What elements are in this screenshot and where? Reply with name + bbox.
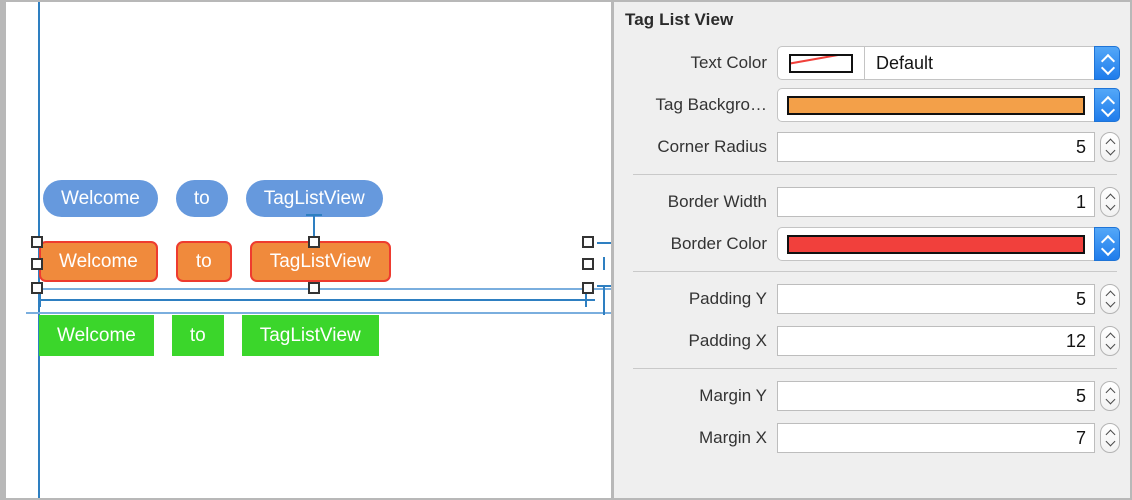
row-corner-radius: Corner Radius 5 [614, 126, 1130, 168]
padding-x-stepper[interactable] [1100, 326, 1120, 356]
border-width-stepper[interactable] [1100, 187, 1120, 217]
label-border-width: Border Width [667, 192, 767, 211]
tag-green-to[interactable]: to [171, 315, 224, 356]
tag-orange-taglistview[interactable]: TagListView [249, 241, 391, 282]
row-border-width: Border Width 1 [614, 181, 1130, 223]
label-corner-radius: Corner Radius [657, 137, 767, 156]
chevron-down-icon [1106, 343, 1115, 348]
border-width-input[interactable]: 1 [777, 187, 1095, 217]
selection-handle-top-left[interactable] [31, 236, 43, 248]
chevron-down-icon [1101, 65, 1114, 72]
selection-handle-bottom-center[interactable] [308, 282, 320, 294]
chevron-down-icon [1106, 149, 1115, 154]
label-tag-background: Tag Backgro… [655, 95, 768, 114]
text-color-swatch-cell[interactable] [778, 47, 865, 79]
text-color-value: Default [876, 52, 934, 73]
tag-blue-welcome[interactable]: Welcome [43, 180, 158, 217]
margin-x-stepper[interactable] [1100, 423, 1120, 453]
label-text-color: Text Color [690, 53, 767, 72]
tag-orange-to[interactable]: to [175, 241, 232, 282]
row-margin-x: Margin X 7 [614, 417, 1130, 459]
section-divider-1 [633, 174, 1117, 175]
row-padding-y: Padding Y 5 [614, 278, 1130, 320]
selection-handle-top-right[interactable] [582, 236, 594, 248]
chevron-down-icon [1106, 398, 1115, 403]
green-tag-row[interactable]: Welcome to TagListView [39, 315, 379, 356]
tag-orange-welcome[interactable]: Welcome [39, 241, 158, 282]
tag-green-taglistview[interactable]: TagListView [241, 315, 379, 356]
label-padding-x: Padding X [688, 331, 767, 350]
row-padding-x: Padding X 12 [614, 320, 1130, 362]
padding-y-stepper[interactable] [1100, 284, 1120, 314]
selection-handle-top-center[interactable] [308, 236, 320, 248]
label-padding-y: Padding Y [688, 289, 767, 308]
selection-lower-guide [26, 312, 611, 314]
padding-y-input[interactable]: 5 [777, 284, 1095, 314]
constraint-stub-top [597, 242, 611, 244]
row-border-color: Border Color [614, 223, 1130, 265]
constraint-stub-mid-cap [597, 285, 611, 287]
selection-handle-bottom-right[interactable] [582, 282, 594, 294]
constraint-width-cap-right [585, 293, 587, 307]
row-tag-background-color: Tag Backgro… [614, 84, 1130, 126]
row-text-color: Text Color Default [614, 42, 1130, 84]
chevron-down-icon [1106, 301, 1115, 306]
label-margin-x: Margin X [698, 428, 767, 447]
selection-handle-mid-left[interactable] [31, 258, 43, 270]
no-color-swatch-icon [789, 53, 853, 73]
label-margin-y: Margin Y [699, 386, 767, 405]
text-color-popup-arrows-button[interactable] [1094, 46, 1120, 80]
selection-handle-mid-right[interactable] [582, 258, 594, 270]
margin-y-input[interactable]: 5 [777, 381, 1095, 411]
label-border-color: Border Color [670, 234, 767, 253]
tag-background-color-swatch[interactable] [787, 95, 1085, 115]
constraint-connector-vertical [313, 216, 315, 244]
border-color-combo[interactable] [777, 227, 1120, 261]
inspector-title: Tag List View [625, 10, 734, 29]
tag-background-combo[interactable] [777, 88, 1120, 122]
tag-green-welcome[interactable]: Welcome [39, 315, 154, 356]
blue-tag-row[interactable]: Welcome to TagListView [43, 180, 383, 217]
chevron-down-icon [1101, 246, 1114, 253]
margin-x-input[interactable]: 7 [777, 423, 1095, 453]
border-color-popup-arrows-button[interactable] [1094, 227, 1120, 261]
tag-blue-taglistview[interactable]: TagListView [245, 180, 383, 217]
row-margin-y: Margin Y 5 [614, 375, 1130, 417]
selection-bottom-edge [32, 288, 611, 290]
constraint-width-cap-left [39, 293, 41, 307]
chevron-down-icon [1106, 440, 1115, 445]
design-canvas[interactable]: Welcome to TagListView Welcome to TagLis… [0, 0, 611, 500]
constraint-vertical-span [603, 285, 605, 315]
constraint-stub-mid [603, 257, 605, 270]
padding-x-input[interactable]: 12 [777, 326, 1095, 356]
border-color-swatch[interactable] [787, 234, 1085, 254]
corner-radius-input[interactable]: 5 [777, 132, 1095, 162]
attributes-inspector-panel: Tag List View Text Color Default [611, 0, 1132, 500]
selection-handle-bottom-left[interactable] [31, 282, 43, 294]
margin-y-stepper[interactable] [1100, 381, 1120, 411]
tag-blue-to[interactable]: to [175, 180, 228, 217]
chevron-down-icon [1101, 107, 1114, 114]
constraint-connector-cap [306, 214, 322, 216]
section-divider-3 [633, 368, 1117, 369]
chevron-down-icon [1106, 204, 1115, 209]
tag-background-popup-arrows-button[interactable] [1094, 88, 1120, 122]
orange-tag-row-selected[interactable]: Welcome to TagListView [39, 241, 391, 282]
section-divider-2 [633, 271, 1117, 272]
text-color-combo[interactable]: Default [777, 46, 1120, 80]
corner-radius-stepper[interactable] [1100, 132, 1120, 162]
constraint-width-bar [39, 299, 595, 301]
